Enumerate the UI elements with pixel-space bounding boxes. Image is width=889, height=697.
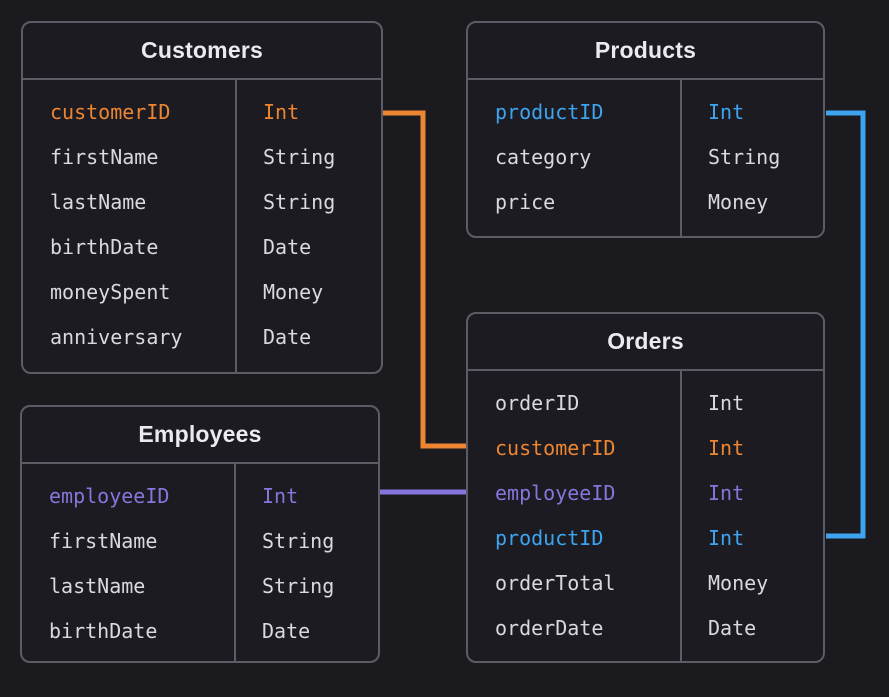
field-type: Date	[263, 325, 312, 349]
table-body: employeeID firstName lastName birthDate Int…	[22, 464, 378, 661]
field-type: Money	[263, 280, 324, 304]
fields-column: employeeID firstName lastName birthDate	[22, 464, 234, 661]
connector-customers-orders	[382, 110, 466, 449]
field-name: employeeID	[495, 481, 616, 505]
field-type: Money	[708, 571, 769, 595]
table-body: orderID customerID employeeID productID orde…	[468, 371, 823, 661]
field-type: Int	[263, 100, 300, 124]
fields-column: orderID customerID employeeID productID orde…	[468, 371, 680, 661]
field-type: String	[262, 574, 335, 598]
field-name: lastName	[49, 574, 146, 598]
field-name: productID	[495, 526, 604, 550]
field-type: String	[263, 145, 336, 169]
field-type: Int	[708, 481, 745, 505]
table-title: Orders	[468, 314, 823, 371]
field-type: String	[263, 190, 336, 214]
field-name: customerID	[50, 100, 171, 124]
table-body: customerID firstName lastName birthDate mone…	[23, 80, 381, 372]
field-name: birthDate	[49, 619, 158, 643]
table-employees[interactable]: Employees employeeID firstName lastName bir…	[20, 405, 380, 663]
field-name: category	[495, 145, 592, 169]
field-type: Int	[708, 526, 745, 550]
field-type: String	[262, 529, 335, 553]
table-title: Products	[468, 23, 823, 80]
field-name: moneySpent	[50, 280, 171, 304]
fields-column: customerID firstName lastName birthDate mone…	[23, 80, 235, 372]
field-type: Date	[263, 235, 312, 259]
fields-column: productID category price	[468, 80, 680, 236]
table-orders[interactable]: Orders orderID customerID employeeID produc…	[466, 312, 825, 663]
field-name: lastName	[50, 190, 147, 214]
connector-products-orders	[826, 110, 866, 539]
table-title: Employees	[22, 407, 378, 464]
field-name: employeeID	[49, 484, 170, 508]
field-name: orderDate	[495, 616, 604, 640]
field-type: Int	[708, 391, 745, 415]
field-name: productID	[495, 100, 604, 124]
field-name: birthDate	[50, 235, 159, 259]
field-name: anniversary	[50, 325, 183, 349]
field-type: Int	[708, 100, 745, 124]
field-type: Date	[262, 619, 311, 643]
field-name: price	[495, 190, 556, 214]
field-name: orderTotal	[495, 571, 616, 595]
field-name: firstName	[49, 529, 158, 553]
field-name: firstName	[50, 145, 159, 169]
field-name: customerID	[495, 436, 616, 460]
field-type: Int	[708, 436, 745, 460]
table-customers[interactable]: Customers customerID firstName lastName bir…	[21, 21, 383, 374]
field-type: Date	[708, 616, 757, 640]
field-type: Int	[262, 484, 299, 508]
table-title: Customers	[23, 23, 381, 80]
field-name: orderID	[495, 391, 580, 415]
field-type: String	[708, 145, 781, 169]
field-type: Money	[708, 190, 769, 214]
